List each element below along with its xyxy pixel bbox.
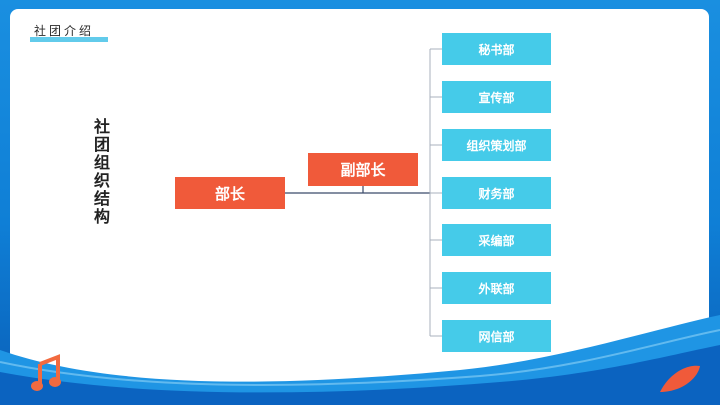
dept-box-editorial: 采编部 bbox=[442, 224, 551, 256]
dept-box-finance: 财务部 bbox=[442, 177, 551, 209]
dept-box-publicity: 宣传部 bbox=[442, 81, 551, 113]
dept-box-planning: 组织策划部 bbox=[442, 129, 551, 161]
vice-head-box: 副部长 bbox=[308, 153, 418, 186]
header-tag: 社团介绍 bbox=[30, 20, 108, 42]
side-title: 社团组织结构 bbox=[91, 118, 110, 226]
header-underline bbox=[30, 37, 108, 42]
dept-box-network: 网信部 bbox=[442, 320, 551, 352]
dept-box-secretariat: 秘书部 bbox=[442, 33, 551, 65]
head-box: 部长 bbox=[175, 177, 285, 209]
dept-box-external: 外联部 bbox=[442, 272, 551, 304]
header-tag-text: 社团介绍 bbox=[34, 24, 95, 38]
